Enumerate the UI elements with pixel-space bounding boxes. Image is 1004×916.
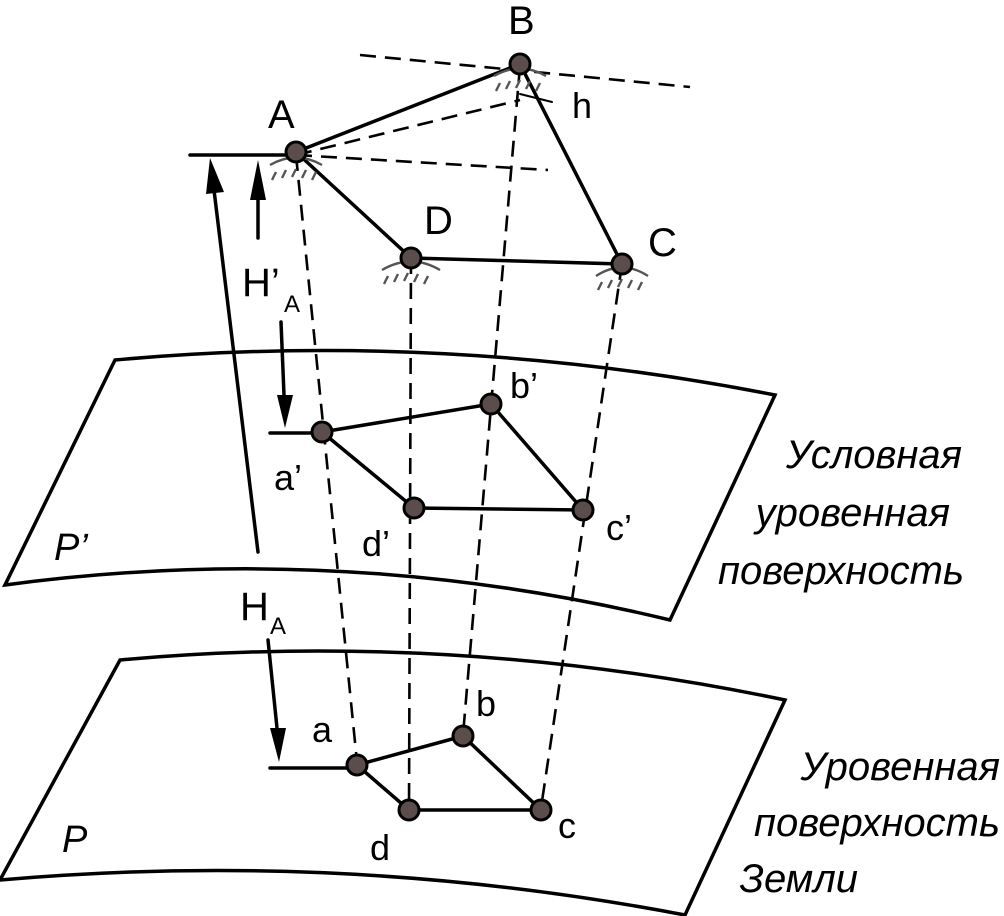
label-c: c [558, 805, 576, 846]
label-H-A-sub: A [270, 613, 286, 640]
label-b-prime: b’ [510, 365, 538, 406]
label-plane-p-prime: P’ [54, 527, 88, 569]
caption-ground-surface: Уровенная поверхность Земли [739, 745, 1000, 901]
svg-text:поверхность: поверхность [754, 801, 1000, 845]
label-B: B [508, 0, 535, 43]
label-c-prime: c’ [606, 507, 632, 548]
svg-text:Условная: Условная [785, 433, 962, 477]
label-D: D [424, 199, 453, 243]
conditional-level-surface [1, 348, 778, 623]
label-b: b [476, 683, 496, 724]
label-plane-p: P [62, 819, 88, 861]
label-H-prime-A-sub: A [284, 291, 300, 318]
svg-text:Уровенная: Уровенная [800, 745, 1001, 789]
caption-conditional-surface: Условная уровенная поверхность [718, 433, 964, 593]
auxiliary-lines [188, 53, 691, 172]
projection-lines [294, 65, 624, 809]
label-H-A: H [240, 585, 269, 629]
label-a-prime: a’ [274, 457, 302, 498]
label-C: C [648, 221, 677, 265]
label-d-prime: d’ [362, 523, 390, 564]
svg-text:поверхность: поверхность [718, 549, 964, 593]
svg-text:Земли: Земли [739, 857, 858, 901]
conditional-projection-polygon [320, 402, 587, 512]
ground-level-surface [0, 649, 788, 916]
label-A: A [268, 93, 295, 137]
height-arrows [206, 158, 359, 770]
label-H-prime-A: H’ [242, 261, 280, 305]
label-h: h [572, 85, 592, 126]
label-d: d [370, 827, 390, 868]
label-a: a [312, 709, 333, 750]
points [284, 52, 634, 822]
svg-text:уровенная: уровенная [753, 491, 950, 535]
ground-projection-polygon [355, 734, 546, 812]
